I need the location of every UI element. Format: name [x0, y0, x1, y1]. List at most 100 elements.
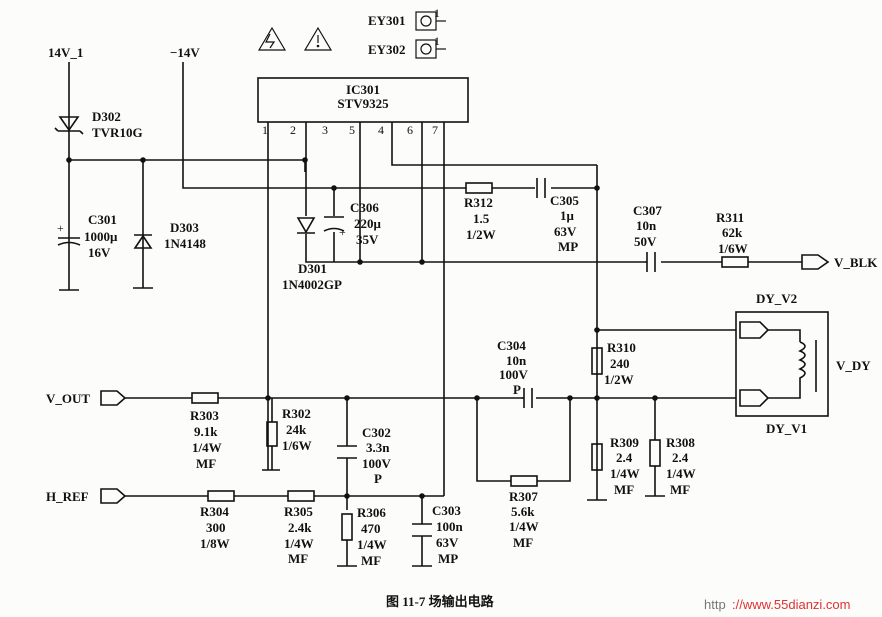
r310-power: 1/2W — [604, 372, 634, 387]
dy-v2-terminal-icon — [739, 321, 770, 339]
svg-text:+: + — [339, 225, 346, 239]
yoke-coil-icon — [798, 341, 806, 386]
c302-capacitor-symbol — [337, 445, 357, 459]
r305-power: 1/4W — [284, 536, 314, 551]
c305-capacitor-symbol — [536, 178, 546, 198]
r310-resistor-symbol — [591, 347, 603, 375]
r304-value: 300 — [206, 520, 226, 535]
r305-type: MF — [288, 551, 308, 566]
r309-ref: R309 — [610, 435, 639, 450]
c306-value: 220μ — [354, 216, 382, 231]
ic-pin-7: 7 — [432, 123, 438, 137]
r307-power: 1/4W — [509, 519, 539, 534]
d301-diode-symbol — [296, 217, 316, 234]
junction-dots — [66, 157, 658, 499]
supply-14v-label: 14V_1 — [48, 45, 83, 60]
c302-type: P — [374, 471, 382, 486]
r306-value: 470 — [361, 521, 381, 536]
r312-value: 1.5 — [473, 211, 490, 226]
c302-ref: C302 — [362, 425, 391, 440]
v-out-label: V_OUT — [46, 391, 90, 406]
r303-type: MF — [196, 456, 216, 471]
r308-ref: R308 — [666, 435, 695, 450]
r308-value: 2.4 — [672, 450, 689, 465]
c307-value: 10n — [636, 218, 657, 233]
c302-voltage: 100V — [362, 456, 392, 471]
ey302-pin: 1 — [434, 34, 440, 48]
ic-pin-3: 3 — [322, 123, 328, 137]
r308-power: 1/4W — [666, 466, 696, 481]
v-out-connector-icon — [100, 390, 127, 406]
r304-ref: R304 — [200, 504, 229, 519]
ic301-name: IC301 — [346, 82, 380, 97]
c303-value: 100n — [436, 519, 464, 534]
c305-value: 1μ — [560, 208, 575, 223]
c303-voltage: 63V — [436, 535, 459, 550]
d302-zener-symbol — [54, 116, 84, 135]
figure-caption: 图 11-7 场输出电路 — [386, 594, 495, 609]
d301-ref: D301 — [298, 261, 327, 276]
ey301-pin: 1 — [434, 6, 440, 20]
c303-capacitor-symbol — [412, 523, 432, 537]
r305-resistor-symbol — [287, 490, 315, 502]
r312-resistor-symbol — [465, 182, 493, 194]
r307-value: 5.6k — [511, 504, 535, 519]
c306-capacitor-symbol: + — [323, 216, 346, 239]
c307-capacitor-symbol — [645, 252, 656, 272]
r306-resistor-symbol — [341, 513, 353, 541]
r305-ref: R305 — [284, 504, 313, 519]
v-blk-label: V_BLK — [834, 255, 878, 270]
dy-v1-terminal-icon — [739, 389, 770, 407]
r307-ref: R307 — [509, 489, 538, 504]
r306-type: MF — [361, 553, 381, 568]
r306-power: 1/4W — [357, 537, 387, 552]
r308-type: MF — [670, 482, 690, 497]
d303-diode-symbol — [133, 234, 153, 249]
dy-v1-label: DY_V1 — [766, 421, 807, 436]
c303-ref: C303 — [432, 503, 461, 518]
r308-resistor-symbol — [649, 439, 661, 467]
supply-neg14v-label: −14V — [170, 45, 200, 60]
r310-value: 240 — [610, 356, 630, 371]
c301-voltage: 16V — [88, 245, 111, 260]
ic301-part: STV9325 — [337, 96, 389, 111]
d302-ref: D302 — [92, 109, 121, 124]
d303-part: 1N4148 — [164, 236, 206, 251]
c305-voltage: 63V — [554, 224, 577, 239]
r309-resistor-symbol — [591, 443, 603, 471]
c306-voltage: 35V — [356, 232, 379, 247]
c304-capacitor-symbol — [521, 388, 533, 408]
v-dy-label: V_DY — [836, 358, 871, 373]
r303-power: 1/4W — [192, 440, 222, 455]
ic-pin-6: 6 — [407, 123, 413, 137]
r305-value: 2.4k — [288, 520, 312, 535]
c304-type: P — [513, 382, 521, 397]
c305-ref: C305 — [550, 193, 579, 208]
r306-ref: R306 — [357, 505, 386, 520]
r302-ref: R302 — [282, 406, 311, 421]
r310-ref: R310 — [607, 340, 636, 355]
watermark-prefix: http — [704, 597, 726, 612]
r312-power: 1/2W — [466, 227, 496, 242]
caution-triangle-icon — [303, 26, 333, 51]
c306-ref: C306 — [350, 200, 379, 215]
r307-resistor-symbol — [510, 475, 538, 487]
h-ref-label: H_REF — [46, 489, 89, 504]
r307-type: MF — [513, 535, 533, 550]
c305-type: MP — [558, 239, 578, 254]
c301-ref: C301 — [88, 212, 117, 227]
ey301-terminal: EY301 1 — [368, 6, 446, 31]
d302-part: TVR10G — [92, 125, 143, 140]
svg-text:+: + — [57, 221, 64, 235]
r303-ref: R303 — [190, 408, 219, 423]
r303-resistor-symbol — [191, 392, 219, 404]
c304-value: 10n — [506, 353, 527, 368]
c304-voltage: 100V — [499, 367, 529, 382]
ey302-terminal: EY302 1 — [368, 34, 446, 59]
r309-value: 2.4 — [616, 450, 633, 465]
ic301-body: IC301 STV9325 1 2 3 5 4 6 7 — [257, 77, 469, 137]
c307-voltage: 50V — [634, 234, 657, 249]
c301-capacitor-symbol: + — [57, 221, 81, 246]
